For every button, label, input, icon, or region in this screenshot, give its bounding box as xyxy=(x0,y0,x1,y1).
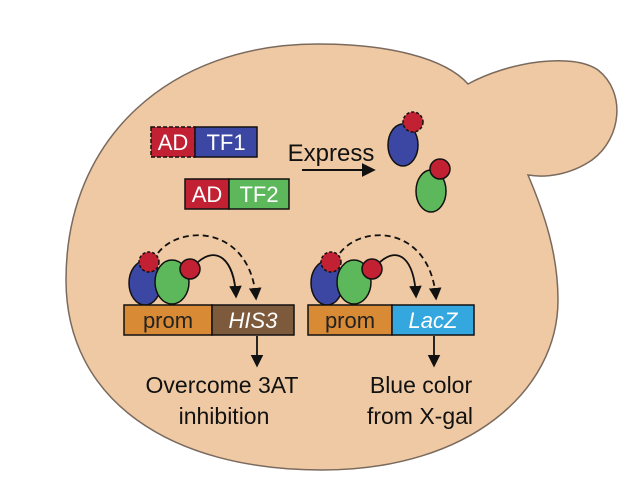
reporter-his3: prom HIS3 Overcome 3AT inhibition xyxy=(123,234,299,429)
ad-label: AD xyxy=(158,130,189,155)
ad-domain-box xyxy=(184,178,230,210)
expressed-proteins xyxy=(387,111,451,213)
outcome-line-2: from X-gal xyxy=(367,403,473,429)
his3-gene-box xyxy=(211,304,295,336)
express-label: Express xyxy=(288,140,375,167)
construct-ad-tf2: AD TF2 xyxy=(184,178,290,210)
ad-domain-protein xyxy=(429,158,451,180)
ad-domain-protein xyxy=(402,111,424,133)
ad-domain-box xyxy=(150,126,196,158)
construct-ad-tf1: AD TF1 xyxy=(150,126,258,158)
promoter-box xyxy=(307,304,393,336)
lacz-gene-box xyxy=(391,304,475,336)
ad-label: AD xyxy=(192,182,223,207)
tf2-label: TF2 xyxy=(239,182,278,207)
activation-arrow-solid xyxy=(379,254,422,299)
lacz-label: LacZ xyxy=(409,308,459,333)
ad-domain-protein xyxy=(179,258,201,280)
activation-arrow-dashed xyxy=(157,234,262,301)
activation-arrow-solid xyxy=(197,254,242,299)
ad-domain-protein xyxy=(320,251,342,273)
tf1-box xyxy=(194,126,258,158)
tf1-label: TF1 xyxy=(206,130,245,155)
outcome-line-1: Blue color xyxy=(370,372,473,398)
his3-label: HIS3 xyxy=(229,308,279,333)
promoter-box xyxy=(123,304,213,336)
activation-arrow-dashed xyxy=(339,234,442,301)
promoter-label: prom xyxy=(325,308,375,333)
express-step: Express xyxy=(288,140,376,177)
tf1-protein xyxy=(387,123,419,167)
tf2-box xyxy=(228,178,290,210)
ad-domain-protein xyxy=(361,258,383,280)
outcome-line-2: inhibition xyxy=(179,403,270,429)
reporter-lacz: prom LacZ Blue color from X-gal xyxy=(307,234,475,429)
outcome-line-1: Overcome 3AT xyxy=(146,372,299,398)
ad-domain-protein xyxy=(138,251,160,273)
promoter-label: prom xyxy=(143,308,193,333)
